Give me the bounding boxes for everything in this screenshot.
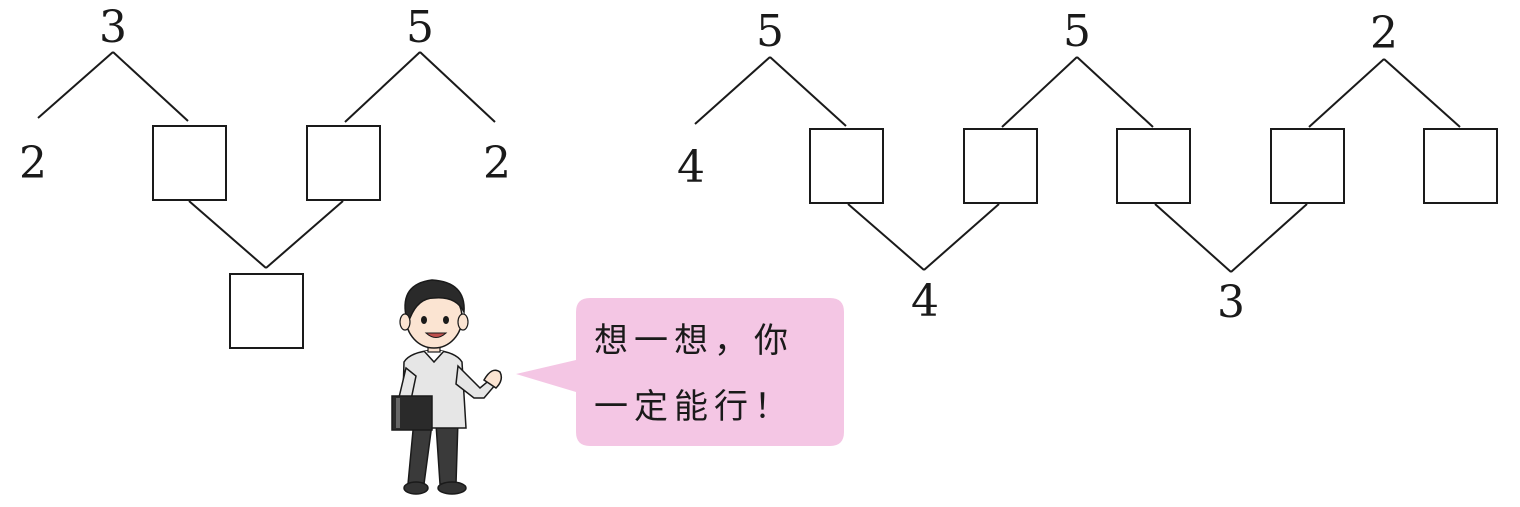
speech-bubble-line-2: 一定能行！ <box>594 387 794 427</box>
edge <box>1383 58 1461 128</box>
speech-bubble: 想一想，你 一定能行！ <box>516 298 844 446</box>
edge <box>1308 58 1385 128</box>
edge <box>1076 56 1154 128</box>
answer-box[interactable] <box>229 273 304 349</box>
edge <box>188 200 267 269</box>
edge <box>847 203 925 271</box>
edge <box>694 56 771 125</box>
speech-bubble-line-1: 想一想，你 <box>594 321 794 361</box>
leaf-number: 2 <box>483 138 511 189</box>
answer-box[interactable] <box>963 128 1038 204</box>
top-number: 5 <box>1063 6 1091 57</box>
top-number: 5 <box>756 6 784 57</box>
answer-box[interactable] <box>1116 128 1191 204</box>
left-puzzle: 3 5 2 2 <box>19 2 511 349</box>
edge <box>769 56 847 127</box>
edge <box>923 203 1000 271</box>
edge <box>419 51 496 123</box>
speech-bubble-shape <box>516 298 844 446</box>
top-number: 3 <box>99 2 127 53</box>
edge <box>265 200 344 269</box>
edge <box>344 51 421 123</box>
answer-box[interactable] <box>1270 128 1345 204</box>
leaf-number: 4 <box>677 142 705 193</box>
answer-box[interactable] <box>306 125 381 201</box>
bottom-number: 3 <box>1217 277 1245 328</box>
edge <box>1154 203 1232 273</box>
top-number: 2 <box>1370 8 1398 59</box>
right-puzzle: 5 5 2 4 4 3 <box>677 6 1498 328</box>
answer-box[interactable] <box>152 125 227 201</box>
edge <box>1230 203 1308 273</box>
answer-box[interactable] <box>1423 128 1498 204</box>
edge <box>112 51 189 122</box>
top-number: 5 <box>406 2 434 53</box>
edge <box>1001 56 1078 128</box>
boy-holding-book-icon <box>391 279 503 495</box>
edge <box>37 51 114 119</box>
bottom-number: 4 <box>911 276 939 327</box>
answer-box[interactable] <box>809 128 884 204</box>
leaf-number: 2 <box>19 138 47 189</box>
